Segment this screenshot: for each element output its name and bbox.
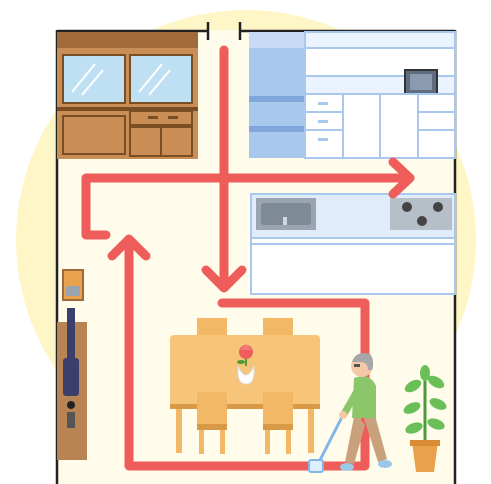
elderly-person-mopping-icon [308, 353, 392, 473]
kitchen-cabinets-back [304, 31, 456, 159]
dining-chairs-front [197, 392, 293, 454]
sink-icon [256, 198, 316, 230]
potted-plant-icon [403, 365, 447, 472]
route-arrow-icon [81, 45, 415, 471]
vacuum-cleaner-icon [57, 269, 87, 460]
dining-chairs-back [197, 318, 293, 340]
refrigerator-icon [249, 32, 305, 158]
cupboard-icon [57, 32, 198, 159]
dining-table-icon [170, 335, 320, 453]
flower-vase-icon [237, 344, 255, 385]
stove-icon [390, 198, 452, 230]
